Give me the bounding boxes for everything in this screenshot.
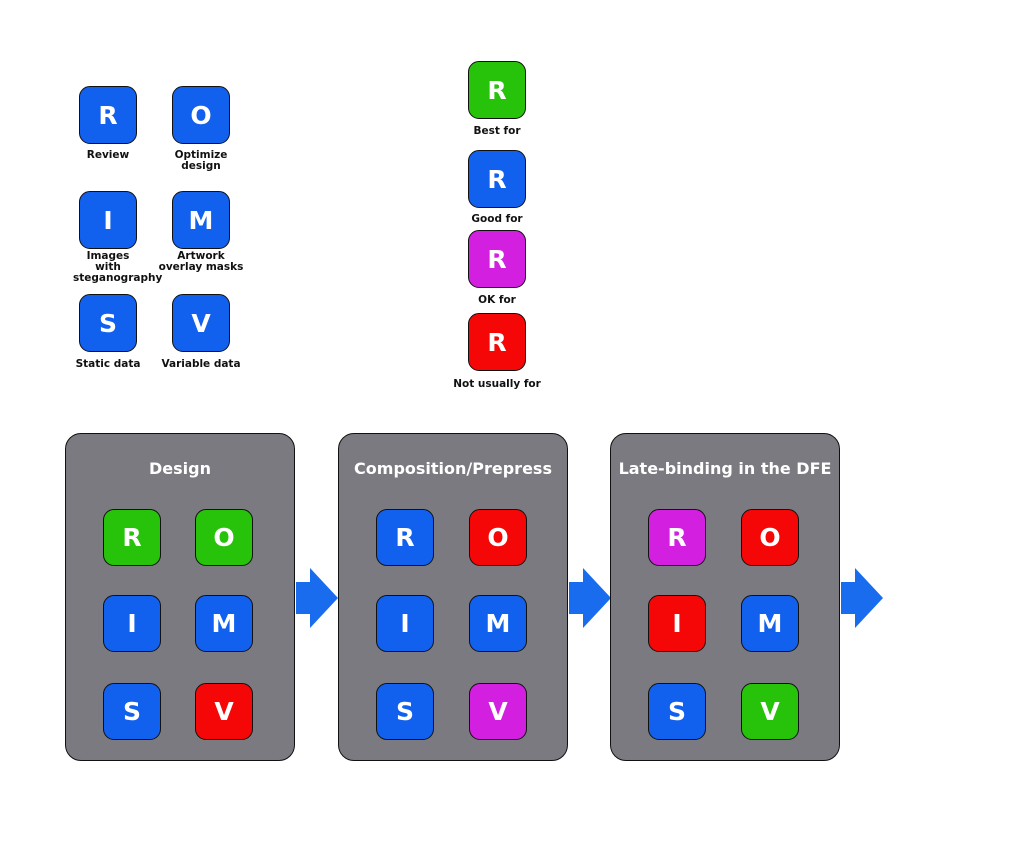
stage-tile-i: I <box>648 595 706 652</box>
stage-tile-i: I <box>103 595 161 652</box>
legend-tile-o: O <box>172 86 230 144</box>
stage-tile-v: V <box>195 683 253 740</box>
stage-panel-design: Design R O I M S V <box>65 433 295 761</box>
legend-tile-m: M <box>172 191 230 249</box>
legend-caption-artwork-overlay-masks: Artwork overlay masks <box>158 250 244 273</box>
stage-panel-late-binding-dfe: Late-binding in the DFE R O I M S V <box>610 433 840 761</box>
stage-tile-s: S <box>648 683 706 740</box>
stage-tile-m: M <box>469 595 527 652</box>
color-legend-caption-not-usually: Not usually for <box>453 378 541 390</box>
stage-panel-composition-prepress: Composition/Prepress R O I M S V <box>338 433 568 761</box>
color-legend-tile-ok: R <box>468 230 526 288</box>
color-legend-tile-not-usually: R <box>468 313 526 371</box>
legend-caption-static-data: Static data <box>75 358 141 370</box>
color-legend-tile-best: R <box>468 61 526 119</box>
arrow-right-icon <box>296 568 338 628</box>
stage-tile-i: I <box>376 595 434 652</box>
stage-tile-o: O <box>469 509 527 566</box>
stage-tile-o: O <box>741 509 799 566</box>
stage-tile-m: M <box>741 595 799 652</box>
stage-tile-r: R <box>648 509 706 566</box>
stage-tile-r: R <box>376 509 434 566</box>
legend-caption-variable-data: Variable data <box>161 358 241 370</box>
stage-tile-r: R <box>103 509 161 566</box>
stage-tile-s: S <box>376 683 434 740</box>
legend-tile-v: V <box>172 294 230 352</box>
arrow-right-icon <box>569 568 611 628</box>
stage-title-design: Design <box>149 459 211 478</box>
color-legend-caption-ok: OK for <box>478 294 516 306</box>
stage-tile-v: V <box>741 683 799 740</box>
color-legend-caption-good: Good for <box>471 213 523 225</box>
legend-caption-review: Review <box>86 149 130 161</box>
legend-tile-i: I <box>79 191 137 249</box>
legend-tile-s: S <box>79 294 137 352</box>
stage-title-late-binding-dfe: Late-binding in the DFE <box>618 459 832 478</box>
legend-caption-optimize-design: Optimize design <box>174 149 228 172</box>
stage-tile-o: O <box>195 509 253 566</box>
legend-tile-r: R <box>79 86 137 144</box>
legend-caption-images-steganography: Images with steganography <box>73 250 163 284</box>
color-legend-tile-good: R <box>468 150 526 208</box>
color-legend-caption-best: Best for <box>473 125 521 137</box>
stage-tile-s: S <box>103 683 161 740</box>
stage-tile-m: M <box>195 595 253 652</box>
stage-tile-v: V <box>469 683 527 740</box>
arrow-right-icon <box>841 568 883 628</box>
stage-title-composition-prepress: Composition/Prepress <box>354 459 552 478</box>
